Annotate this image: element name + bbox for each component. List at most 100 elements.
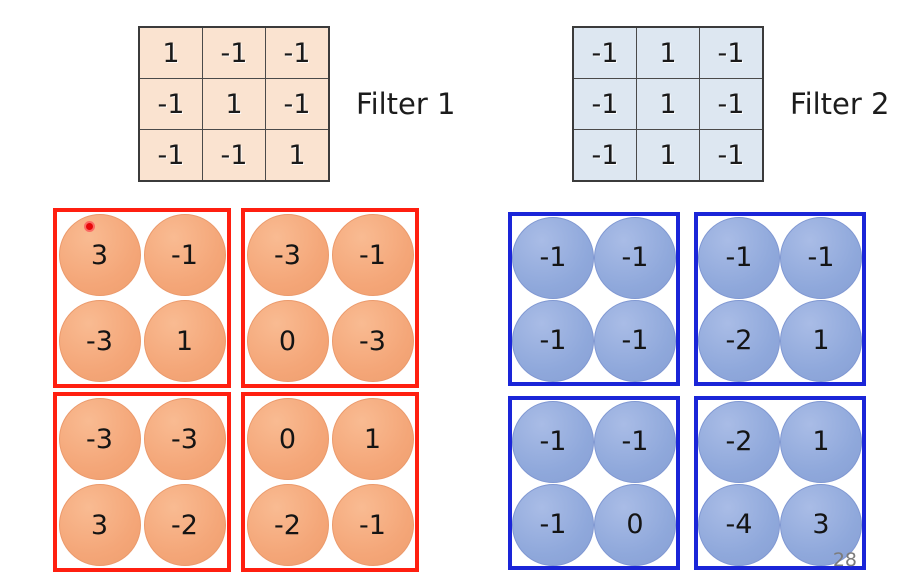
node-red-tl-3: 1 — [143, 300, 226, 382]
filter-2-group: -1 1 -1 -1 1 -1 -1 1 -1 Filter 2 — [572, 26, 890, 182]
node-blue-tr-2: -2 — [698, 299, 780, 382]
filter-1-cell-2-0: -1 — [138, 129, 203, 182]
node-red-bl-0: -3 — [58, 398, 141, 480]
filter-2-cell-0-0: -1 — [572, 26, 637, 79]
red-feature-map-top-left: 3 -1 -3 1 — [53, 208, 231, 388]
node-value: 0 — [278, 325, 297, 357]
filter-1-cell-1-1: 1 — [202, 78, 266, 130]
node-blue-br-3: 3 — [780, 483, 862, 566]
node-value: -3 — [359, 325, 386, 357]
node-value: 1 — [175, 325, 194, 357]
red-map-grid-tl: 3 -1 -3 1 — [57, 212, 227, 384]
node-red-br-3: -1 — [331, 484, 414, 566]
blue-feature-map-top-left: -1 -1 -1 -1 — [508, 212, 680, 386]
blue-feature-map-top-right: -1 -1 -2 1 — [694, 212, 866, 386]
node-blue-bl-3: 0 — [594, 483, 676, 566]
node-red-br-2: -2 — [246, 484, 329, 566]
red-map-grid-bl: -3 -3 3 -2 — [57, 396, 227, 568]
node-red-tl-2: -3 — [58, 300, 141, 382]
red-feature-map-top-right: -3 -1 0 -3 — [241, 208, 419, 388]
filter-2-cell-2-1: 1 — [636, 129, 700, 182]
node-blue-tr-3: 1 — [780, 299, 862, 382]
filter-1-cell-0-2: -1 — [265, 26, 330, 79]
node-blue-tl-3: -1 — [594, 299, 676, 382]
red-feature-map-bottom-left: -3 -3 3 -2 — [53, 392, 231, 572]
node-value: -1 — [359, 239, 386, 271]
filter-1-row-1: -1 1 -1 — [138, 78, 330, 130]
filter-2-label: Filter 2 — [790, 87, 890, 121]
node-value: 1 — [363, 423, 382, 455]
filter-1-cell-0-1: -1 — [202, 26, 266, 79]
node-red-tr-3: -3 — [331, 300, 414, 382]
node-value: 0 — [278, 423, 297, 455]
blue-map-grid-br: -2 1 -4 3 — [698, 400, 862, 566]
node-value: -1 — [725, 242, 753, 273]
red-map-grid-tr: -3 -1 0 -3 — [245, 212, 415, 384]
node-red-tr-2: 0 — [246, 300, 329, 382]
blue-feature-map-bottom-left: -1 -1 -1 0 — [508, 396, 680, 570]
red-dot-marker — [84, 221, 95, 232]
node-value: -2 — [171, 509, 198, 541]
blue-map-grid-bl: -1 -1 -1 0 — [512, 400, 676, 566]
node-value: -1 — [621, 325, 649, 356]
filter-2-row-2: -1 1 -1 — [572, 129, 764, 182]
node-blue-tl-2: -1 — [512, 299, 594, 382]
node-value: 1 — [812, 426, 830, 457]
node-blue-tl-0: -1 — [512, 216, 594, 299]
page-number: 28 — [832, 549, 857, 571]
node-value: -4 — [725, 509, 753, 540]
node-blue-bl-2: -1 — [512, 483, 594, 566]
node-red-tr-1: -1 — [331, 214, 414, 296]
node-value: -1 — [539, 426, 567, 457]
blue-map-grid-tr: -1 -1 -2 1 — [698, 216, 862, 382]
filter-2-row-0: -1 1 -1 — [572, 26, 764, 79]
node-value: 3 — [90, 509, 109, 541]
node-red-tr-0: -3 — [246, 214, 329, 296]
node-value: -1 — [807, 242, 835, 273]
node-blue-bl-1: -1 — [594, 400, 676, 483]
node-value: -1 — [621, 242, 649, 273]
node-blue-bl-0: -1 — [512, 400, 594, 483]
node-red-br-0: 0 — [246, 398, 329, 480]
node-value: -1 — [539, 325, 567, 356]
filter-2-kernel: -1 1 -1 -1 1 -1 -1 1 -1 — [572, 26, 764, 182]
filter-1-row-2: -1 -1 1 — [138, 129, 330, 182]
node-red-bl-1: -3 — [143, 398, 226, 480]
node-value: 0 — [626, 509, 644, 540]
node-value: -2 — [274, 509, 301, 541]
node-value: -3 — [171, 423, 198, 455]
node-red-tl-1: -1 — [143, 214, 226, 296]
filter-2-row-1: -1 1 -1 — [572, 78, 764, 130]
node-value: -2 — [725, 325, 753, 356]
filter-1-cell-2-1: -1 — [202, 129, 266, 182]
filter-2-cell-2-2: -1 — [699, 129, 764, 182]
node-value: -1 — [171, 239, 198, 271]
node-blue-tl-1: -1 — [594, 216, 676, 299]
filter-1-cell-0-0: 1 — [138, 26, 203, 79]
node-value: -1 — [359, 509, 386, 541]
filter-2-cell-1-1: 1 — [636, 78, 700, 130]
node-blue-tr-0: -1 — [698, 216, 780, 299]
filter-1-cell-1-0: -1 — [138, 78, 203, 130]
node-blue-br-0: -2 — [698, 400, 780, 483]
filter-2-cell-1-2: -1 — [699, 78, 764, 130]
node-value: 3 — [90, 239, 109, 271]
filter-1-group: 1 -1 -1 -1 1 -1 -1 -1 1 Filter 1 — [138, 26, 456, 182]
filter-1-row-0: 1 -1 -1 — [138, 26, 330, 79]
node-value: -3 — [86, 423, 113, 455]
node-blue-br-2: -4 — [698, 483, 780, 566]
node-blue-tr-1: -1 — [780, 216, 862, 299]
filter-1-cell-1-2: -1 — [265, 78, 330, 130]
filter-1-label: Filter 1 — [356, 87, 456, 121]
filter-2-cell-0-1: 1 — [636, 26, 700, 79]
node-value: -1 — [539, 242, 567, 273]
node-value: 3 — [812, 509, 830, 540]
filter-2-cell-0-2: -1 — [699, 26, 764, 79]
node-red-bl-3: -2 — [143, 484, 226, 566]
blue-map-grid-tl: -1 -1 -1 -1 — [512, 216, 676, 382]
filter-1-kernel: 1 -1 -1 -1 1 -1 -1 -1 1 — [138, 26, 330, 182]
node-value: -2 — [725, 426, 753, 457]
node-red-tl-0: 3 — [58, 214, 141, 296]
filter-2-cell-2-0: -1 — [572, 129, 637, 182]
node-value: 1 — [812, 325, 830, 356]
